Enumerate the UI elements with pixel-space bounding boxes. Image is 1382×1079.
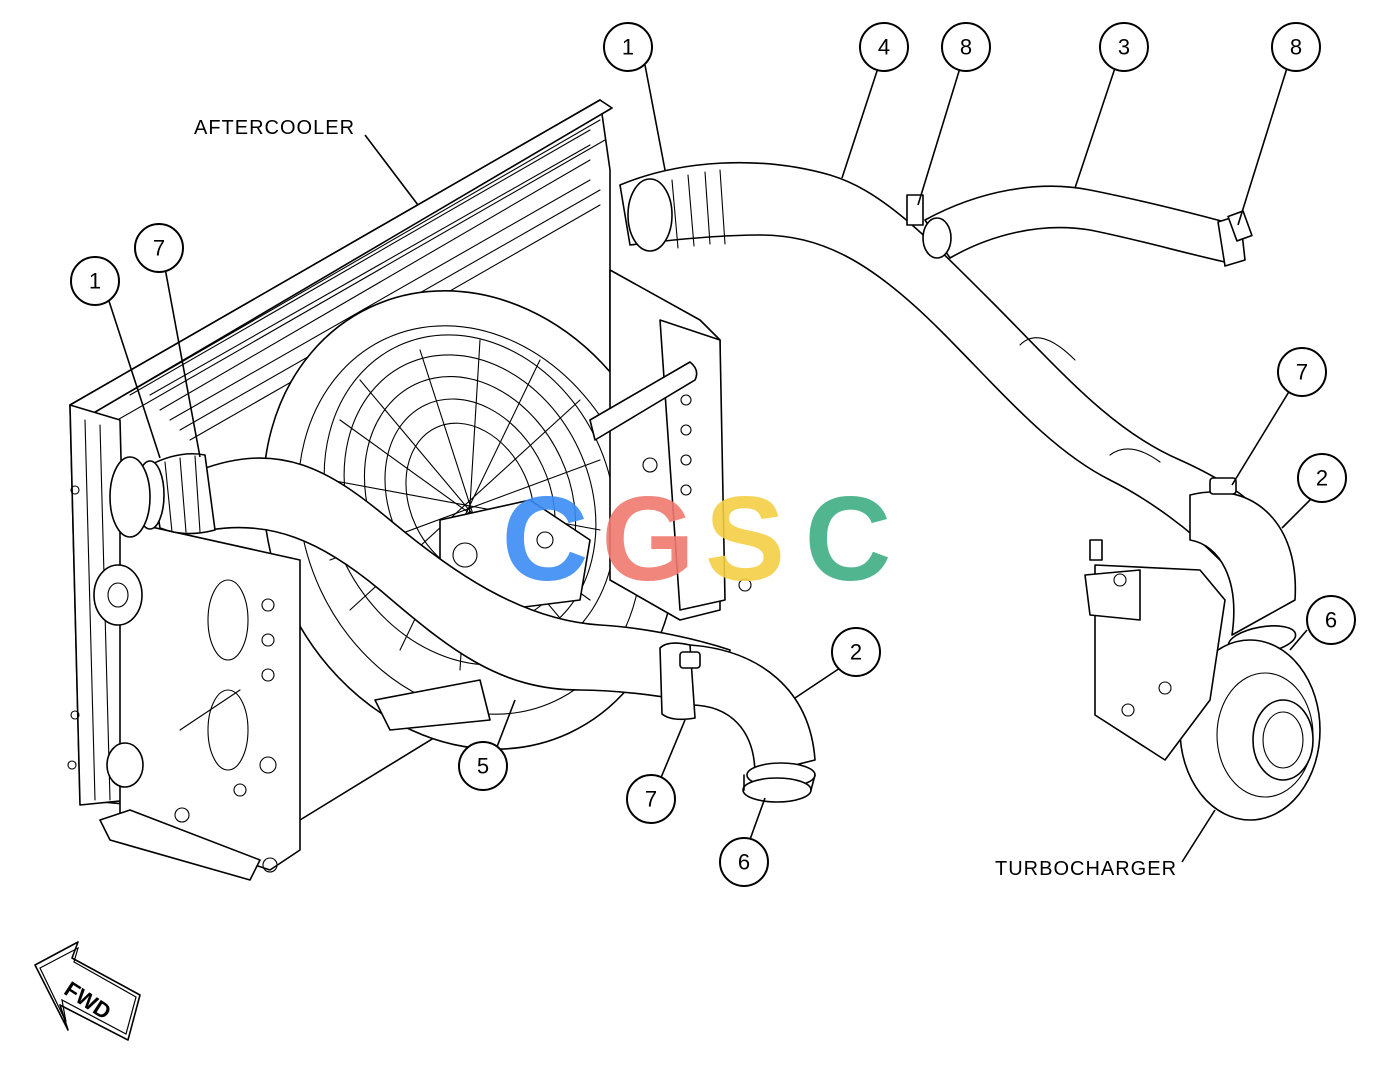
callout-number: 7 bbox=[645, 787, 657, 812]
forward-direction-arrow: FWD bbox=[34, 941, 141, 1041]
tube-3 bbox=[906, 185, 1253, 267]
callout-number: 8 bbox=[960, 35, 972, 60]
callout-4: 4 bbox=[859, 22, 909, 72]
callout-6-lower: 6 bbox=[719, 837, 769, 887]
callout-number: 4 bbox=[878, 35, 890, 60]
leader-lines bbox=[107, 64, 1316, 863]
callout-3: 3 bbox=[1099, 22, 1149, 72]
callout-8-right: 8 bbox=[1271, 22, 1321, 72]
callout-number: 3 bbox=[1118, 35, 1130, 60]
callout-6-right: 6 bbox=[1306, 595, 1356, 645]
callout-7-lower: 7 bbox=[626, 774, 676, 824]
callout-2-right: 2 bbox=[1297, 453, 1347, 503]
watermark: C G S C bbox=[502, 472, 892, 606]
callout-1-left: 1 bbox=[70, 256, 120, 306]
callout-number: 8 bbox=[1290, 35, 1302, 60]
tube-5 bbox=[109, 452, 816, 803]
callout-number: 6 bbox=[1325, 608, 1337, 633]
callout-number: 2 bbox=[1316, 466, 1328, 491]
watermark-letter-2: G bbox=[601, 472, 694, 606]
aftercooler-label: AFTERCOOLER bbox=[194, 117, 355, 139]
callout-number: 1 bbox=[89, 269, 101, 294]
callout-2-lower: 2 bbox=[831, 627, 881, 677]
turbocharger-label: TURBOCHARGER bbox=[995, 858, 1177, 880]
callout-number: 6 bbox=[738, 850, 750, 875]
callout-number: 7 bbox=[1296, 360, 1308, 385]
watermark-letter-3: S bbox=[705, 472, 785, 606]
callout-number: 7 bbox=[153, 236, 165, 261]
callout-7-upper-left: 7 bbox=[134, 223, 184, 273]
turbocharger bbox=[1084, 539, 1321, 821]
callout-7-right: 7 bbox=[1277, 347, 1327, 397]
watermark-letter-1: C bbox=[502, 472, 589, 606]
callout-5: 5 bbox=[458, 741, 508, 791]
callout-number: 2 bbox=[850, 640, 862, 665]
callout-1-upper: 1 bbox=[603, 22, 653, 72]
callout-number: 5 bbox=[477, 754, 489, 779]
callout-number: 1 bbox=[622, 35, 634, 60]
callout-8-left: 8 bbox=[941, 22, 991, 72]
watermark-letter-4: C bbox=[805, 472, 892, 606]
